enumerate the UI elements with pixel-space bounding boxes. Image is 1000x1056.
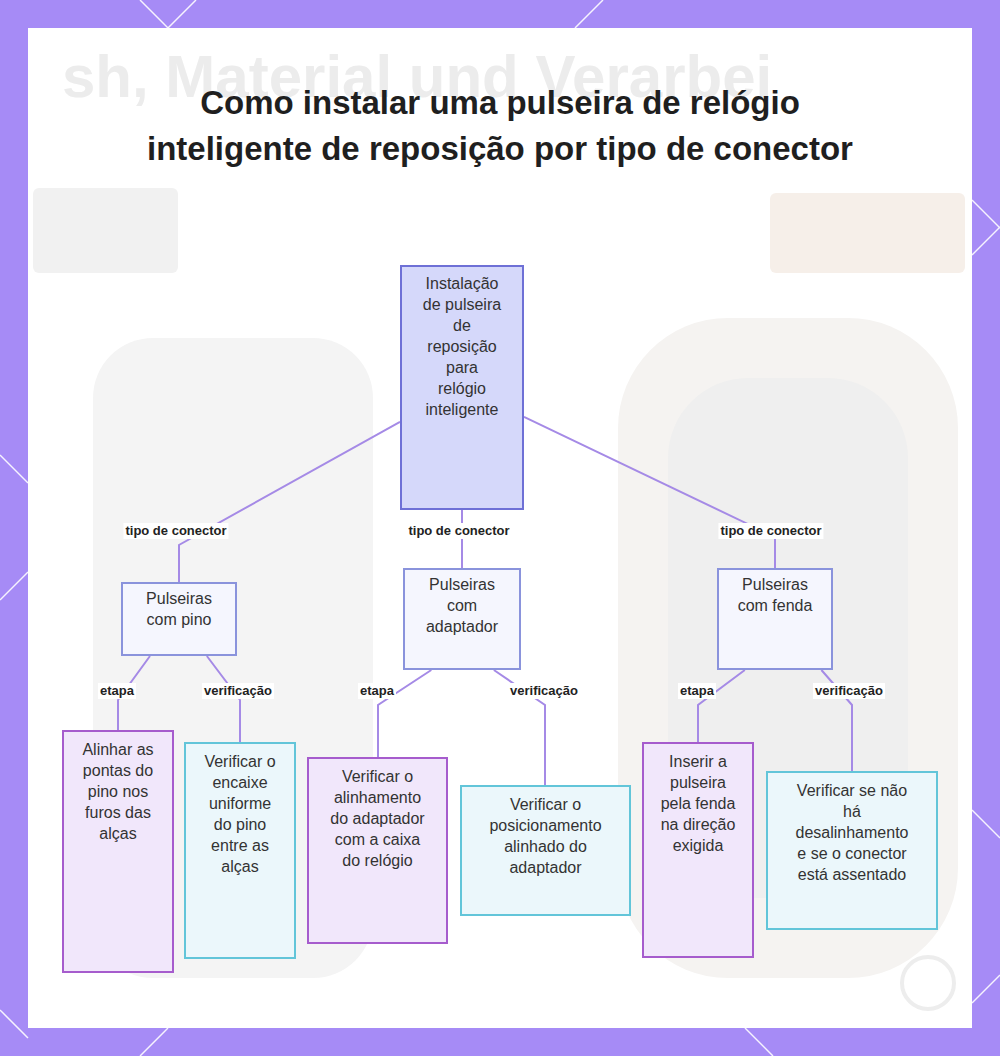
- root-box: Instalação de pulseira de reposição para…: [400, 265, 524, 510]
- edge-label: tipo de conector: [718, 523, 823, 539]
- edge-label: etapa: [678, 683, 716, 699]
- node-text: Verificar o posicionamento alinhado do a…: [477, 794, 614, 878]
- node-text: Pulseiras com fenda: [729, 574, 821, 616]
- edge-label: verificação: [813, 683, 885, 699]
- edge-label: verificação: [202, 683, 274, 699]
- node-text: Instalação de pulseira de reposição para…: [422, 273, 502, 420]
- node-text: Verificar o alinhamento do adaptador com…: [329, 766, 426, 871]
- diagram-title: Como instalar uma pulseira de relógio in…: [140, 80, 860, 172]
- node-text: Inserir a pulseira pela fenda na direção…: [660, 751, 736, 856]
- connector-line: [461, 510, 463, 568]
- edge-label: etapa: [358, 683, 396, 699]
- connector-line: [698, 670, 745, 742]
- edge-label: tipo de conector: [406, 523, 511, 539]
- node-text: Alinhar as pontas do pino nos furos das …: [76, 739, 160, 844]
- edge-label: tipo de conector: [123, 523, 228, 539]
- edge-label: etapa: [98, 683, 136, 699]
- category-box: Pulseiras com adaptador: [403, 568, 521, 670]
- connector-line: [207, 656, 240, 742]
- check-box: Verificar o encaixe uniforme do pino ent…: [184, 742, 296, 959]
- category-box: Pulseiras com fenda: [717, 568, 833, 670]
- step-box: Inserir a pulseira pela fenda na direção…: [642, 742, 754, 958]
- node-text: Pulseiras com pino: [133, 588, 225, 630]
- step-box: Alinhar as pontas do pino nos furos das …: [62, 730, 174, 973]
- node-text: Verificar o encaixe uniforme do pino ent…: [198, 751, 282, 877]
- step-box: Verificar o alinhamento do adaptador com…: [307, 757, 448, 944]
- connector-line: [524, 417, 775, 568]
- category-box: Pulseiras com pino: [121, 582, 237, 656]
- check-box: Verificar se não há desalinhamento e se …: [766, 771, 938, 930]
- check-box: Verificar o posicionamento alinhado do a…: [460, 785, 631, 916]
- node-text: Pulseiras com adaptador: [415, 574, 509, 637]
- connector-line: [179, 422, 400, 582]
- node-text: Verificar se não há desalinhamento e se …: [791, 780, 913, 885]
- edge-label: verificação: [508, 683, 580, 699]
